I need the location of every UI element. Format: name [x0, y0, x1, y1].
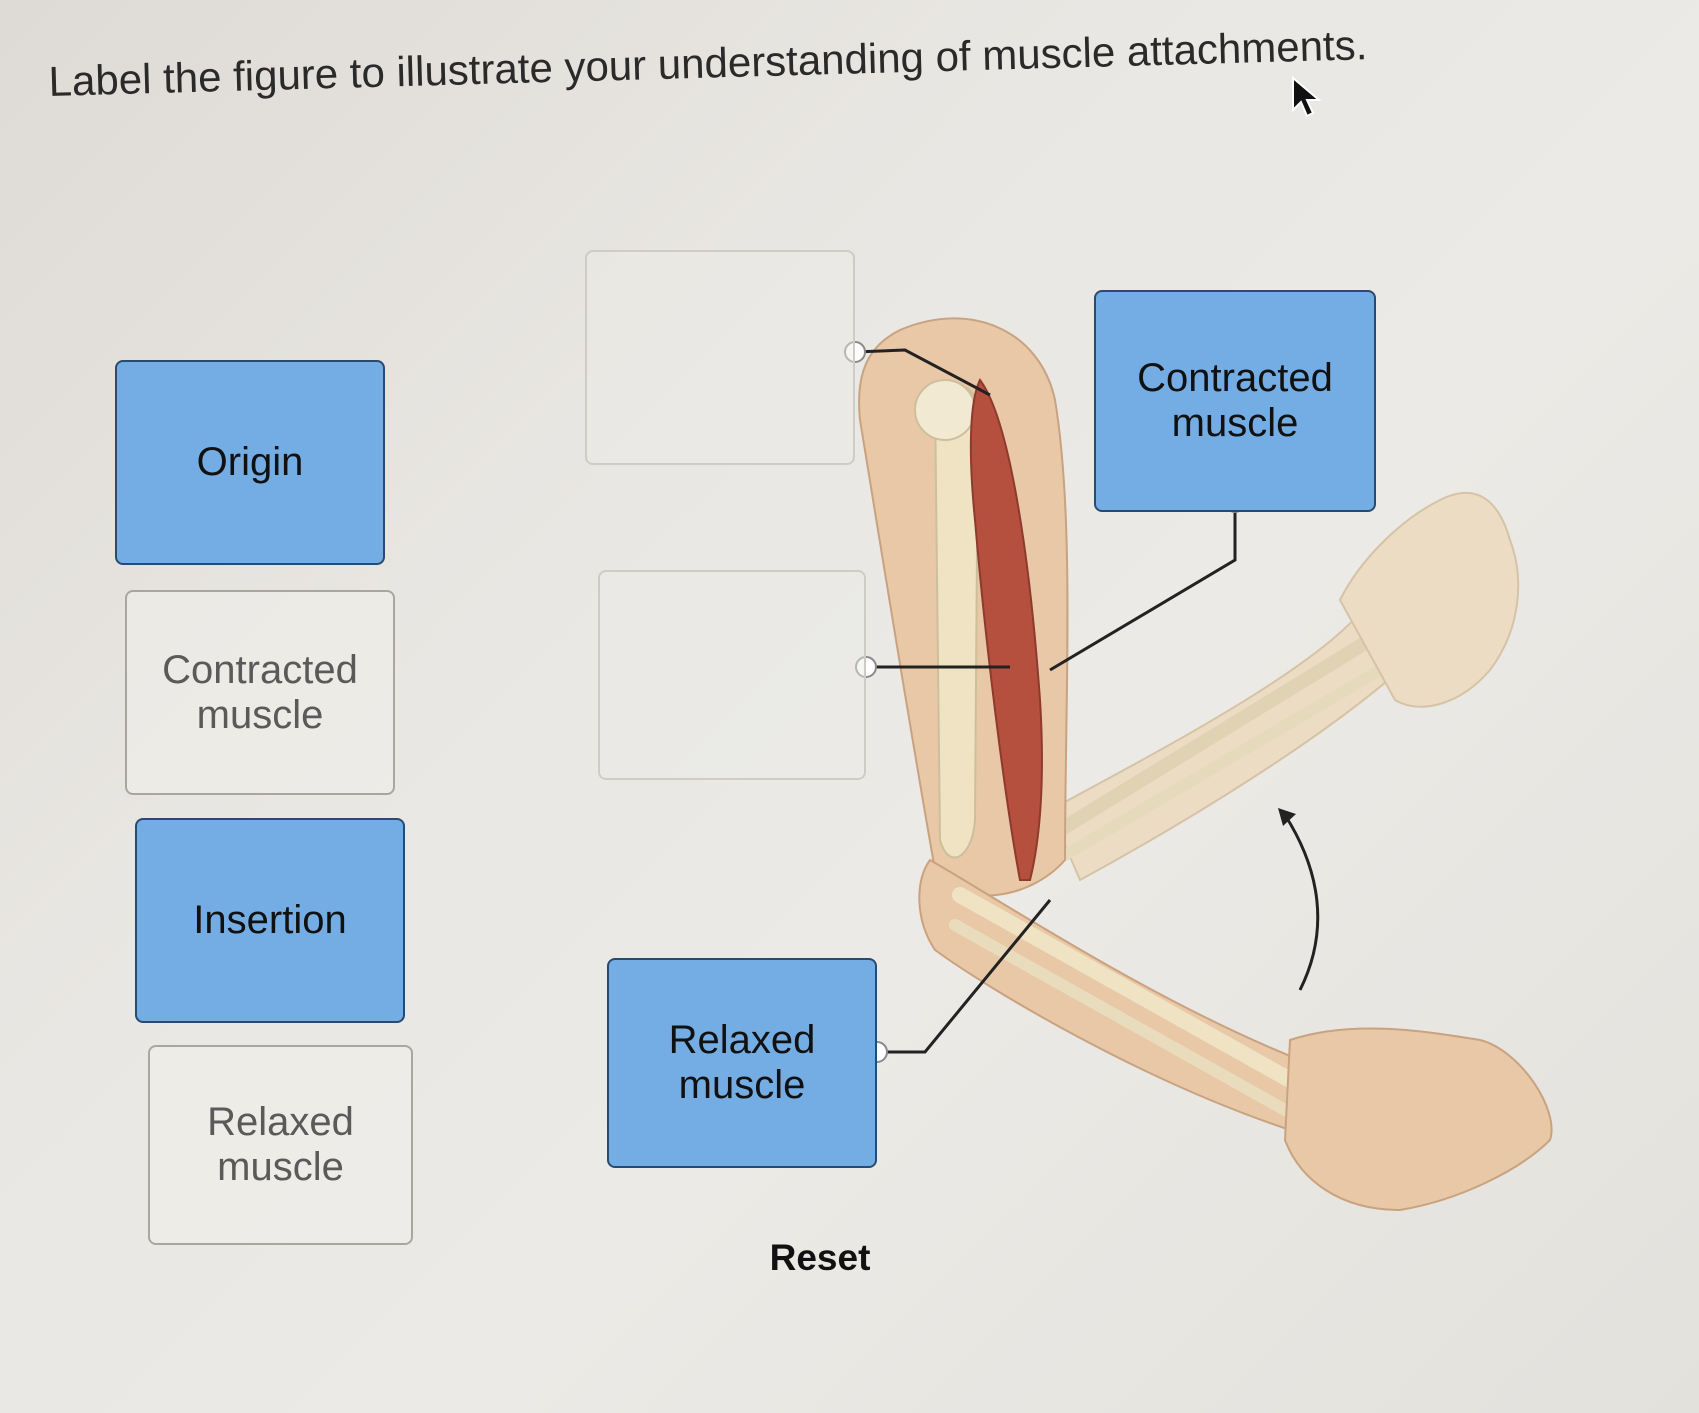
drop-target-label: Relaxed muscle	[668, 1018, 816, 1107]
humeral-head	[914, 379, 976, 441]
lower-hand	[1283, 1027, 1553, 1212]
arrow-cursor-icon	[1292, 76, 1322, 118]
biceps-muscle	[969, 378, 1043, 881]
drop-target-4-contracted-muscle[interactable]: Contracted muscle	[1094, 290, 1376, 512]
raised-forearm	[1048, 491, 1520, 882]
drop-target-3-relaxed-muscle[interactable]: Relaxed muscle	[607, 958, 877, 1168]
label-chip-insertion[interactable]: Insertion	[135, 818, 405, 1023]
upper-arm	[858, 317, 1069, 897]
raised-hand	[1338, 491, 1520, 708]
label-chip-relaxed-muscle[interactable]: Relaxed muscle	[148, 1045, 413, 1245]
leader-lines	[854, 348, 1237, 1054]
drop-target-label: Contracted muscle	[1137, 356, 1333, 445]
reset-button[interactable]: Reset	[769, 1237, 871, 1278]
label-chip-text: Contracted muscle	[162, 647, 358, 737]
label-chip-text: Insertion	[193, 898, 347, 943]
lower-forearm-hand	[918, 858, 1553, 1212]
label-chip-origin[interactable]: Origin	[115, 360, 385, 565]
label-chip-contracted-muscle[interactable]: Contracted muscle	[125, 590, 395, 795]
curved-arrow-icon	[1283, 814, 1320, 991]
drop-target-2[interactable]	[598, 570, 866, 780]
label-chip-text: Relaxed muscle	[207, 1100, 354, 1189]
drop-target-1[interactable]	[585, 250, 855, 465]
label-chip-text: Origin	[196, 440, 304, 485]
